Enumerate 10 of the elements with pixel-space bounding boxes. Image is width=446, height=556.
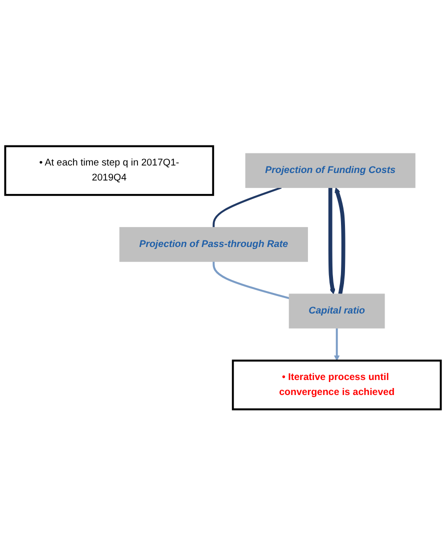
node-box: Projection of Pass-through Rate	[119, 227, 308, 262]
node-box: • At each time step q in 2017Q1-2019Q4	[4, 145, 214, 196]
connector	[212, 262, 290, 300]
arrow	[334, 188, 346, 295]
arrow	[328, 188, 336, 294]
arrow	[334, 328, 340, 362]
connector	[212, 186, 282, 228]
node-box: Projection of Funding Costs	[245, 153, 416, 188]
node-box: • Iterative process until convergence is achieved	[232, 360, 442, 411]
node-box: Capital ratio	[288, 294, 385, 329]
